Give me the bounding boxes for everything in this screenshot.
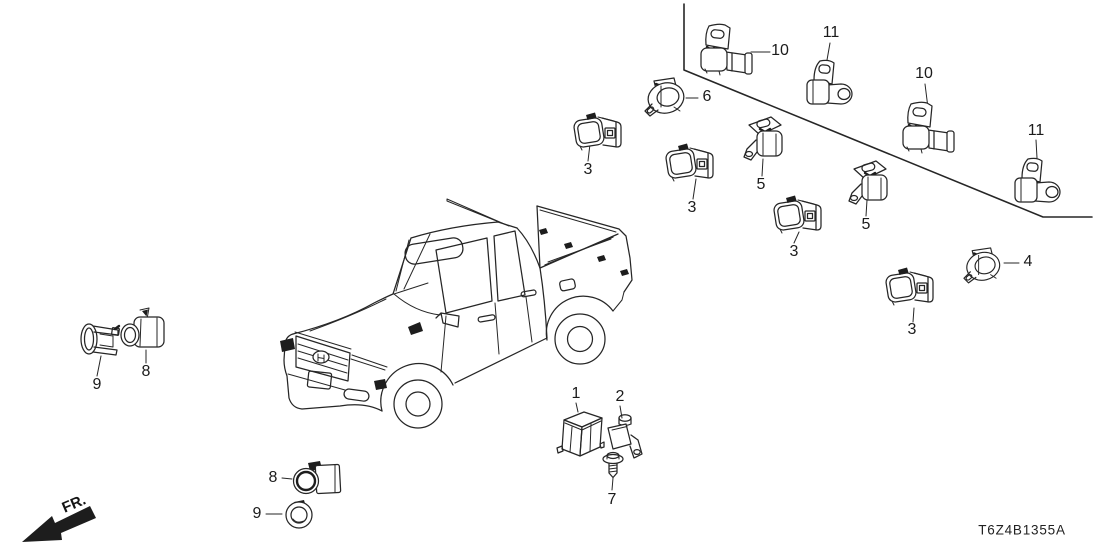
callout-9-a[interactable]: 9	[92, 376, 102, 393]
fr-direction-arrow	[22, 506, 96, 542]
part-11-bracket-a	[805, 59, 854, 106]
part-11-bracket-b	[1013, 157, 1062, 204]
part-4-retainer	[962, 246, 1004, 285]
callout-6[interactable]: 6	[702, 88, 712, 105]
part-5-clip-a	[742, 115, 784, 162]
part-3-sensor-b	[664, 142, 714, 182]
part-9-retainer-side	[80, 323, 121, 356]
part-5-clip-b	[847, 159, 889, 206]
part-10-bracket-b	[901, 100, 956, 155]
part-8-sensor-side-bottom	[292, 461, 342, 495]
callout-3-b[interactable]: 3	[687, 199, 697, 216]
callout-9-b[interactable]: 9	[252, 505, 262, 522]
diagram-code: T6Z4B1355A	[978, 522, 1066, 538]
callout-2[interactable]: 2	[615, 388, 625, 405]
callout-11-b[interactable]: 11	[1027, 122, 1045, 139]
section-boundary-lines	[683, 3, 1093, 218]
callout-8-b[interactable]: 8	[268, 469, 278, 486]
callout-3-d[interactable]: 3	[907, 321, 917, 338]
vehicle-line-art	[280, 198, 633, 429]
callout-10-a[interactable]: 10	[771, 42, 789, 59]
callout-11-a[interactable]: 11	[822, 24, 840, 41]
part-7-bolt	[602, 451, 624, 479]
part-10-bracket-a	[699, 23, 754, 77]
callout-8-a[interactable]: 8	[141, 363, 151, 380]
part-9-retainer-front	[285, 500, 313, 529]
callout-7[interactable]: 7	[607, 491, 617, 508]
callout-1[interactable]: 1	[571, 385, 581, 402]
part-2-bracket	[607, 414, 643, 459]
callout-10-b[interactable]: 10	[915, 65, 933, 82]
callout-3-a[interactable]: 3	[583, 161, 593, 178]
part-3-sensor-a	[572, 111, 622, 151]
callout-5-b[interactable]: 5	[861, 216, 871, 233]
part-8-sensor-side-left	[120, 307, 165, 348]
part-6-retainer	[643, 76, 689, 119]
part-1-control-unit	[556, 411, 605, 457]
callout-5-a[interactable]: 5	[756, 176, 766, 193]
part-3-sensor-c	[772, 194, 822, 234]
callout-leader-lines	[96, 42, 1038, 515]
callout-3-c[interactable]: 3	[789, 243, 799, 260]
part-3-sensor-d	[884, 266, 934, 306]
callout-4[interactable]: 4	[1023, 253, 1033, 270]
